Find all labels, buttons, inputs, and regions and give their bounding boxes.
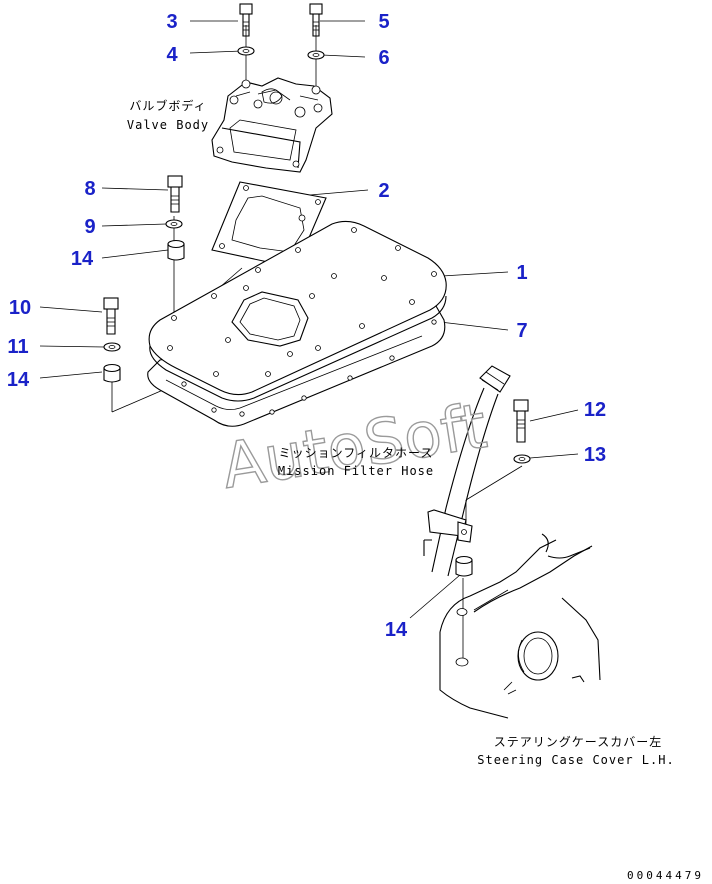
callout-14-lower: 14 (385, 619, 408, 641)
callout-8: 8 (84, 178, 95, 200)
filter-hose-label-en: Mission Filter Hose (278, 464, 434, 478)
callout-14-upper: 14 (71, 248, 94, 270)
valve-body (211, 77, 333, 173)
callout-9: 9 (84, 216, 95, 238)
callout-1: 1 (516, 262, 527, 284)
steering-case-cover (439, 533, 601, 719)
callout-10: 10 (9, 297, 31, 319)
steering-cover-label-en: Steering Case Cover L.H. (477, 753, 674, 767)
plate (148, 220, 447, 402)
callout-7: 7 (516, 320, 527, 342)
callout-12: 12 (584, 399, 606, 421)
valve-body-label-en: Valve Body (127, 118, 209, 132)
callout-3: 3 (166, 11, 177, 33)
callout-5: 5 (378, 11, 389, 33)
drawing-number: 00044479 (627, 869, 704, 882)
callout-4: 4 (166, 44, 178, 66)
callout-2: 2 (378, 180, 389, 202)
mission-filter-hose (423, 365, 511, 577)
steering-cover-label-jp: ステアリングケースカバー左 (494, 734, 662, 749)
valve-body-label-jp: バルブボディ (129, 98, 206, 113)
callout-13: 13 (584, 444, 606, 466)
fasteners (103, 3, 531, 577)
callout-14-left: 14 (7, 369, 30, 391)
callout-6: 6 (378, 47, 389, 69)
filter-hose-label-jp: ミッションフィルタホース (279, 446, 434, 460)
callout-11: 11 (7, 336, 28, 358)
